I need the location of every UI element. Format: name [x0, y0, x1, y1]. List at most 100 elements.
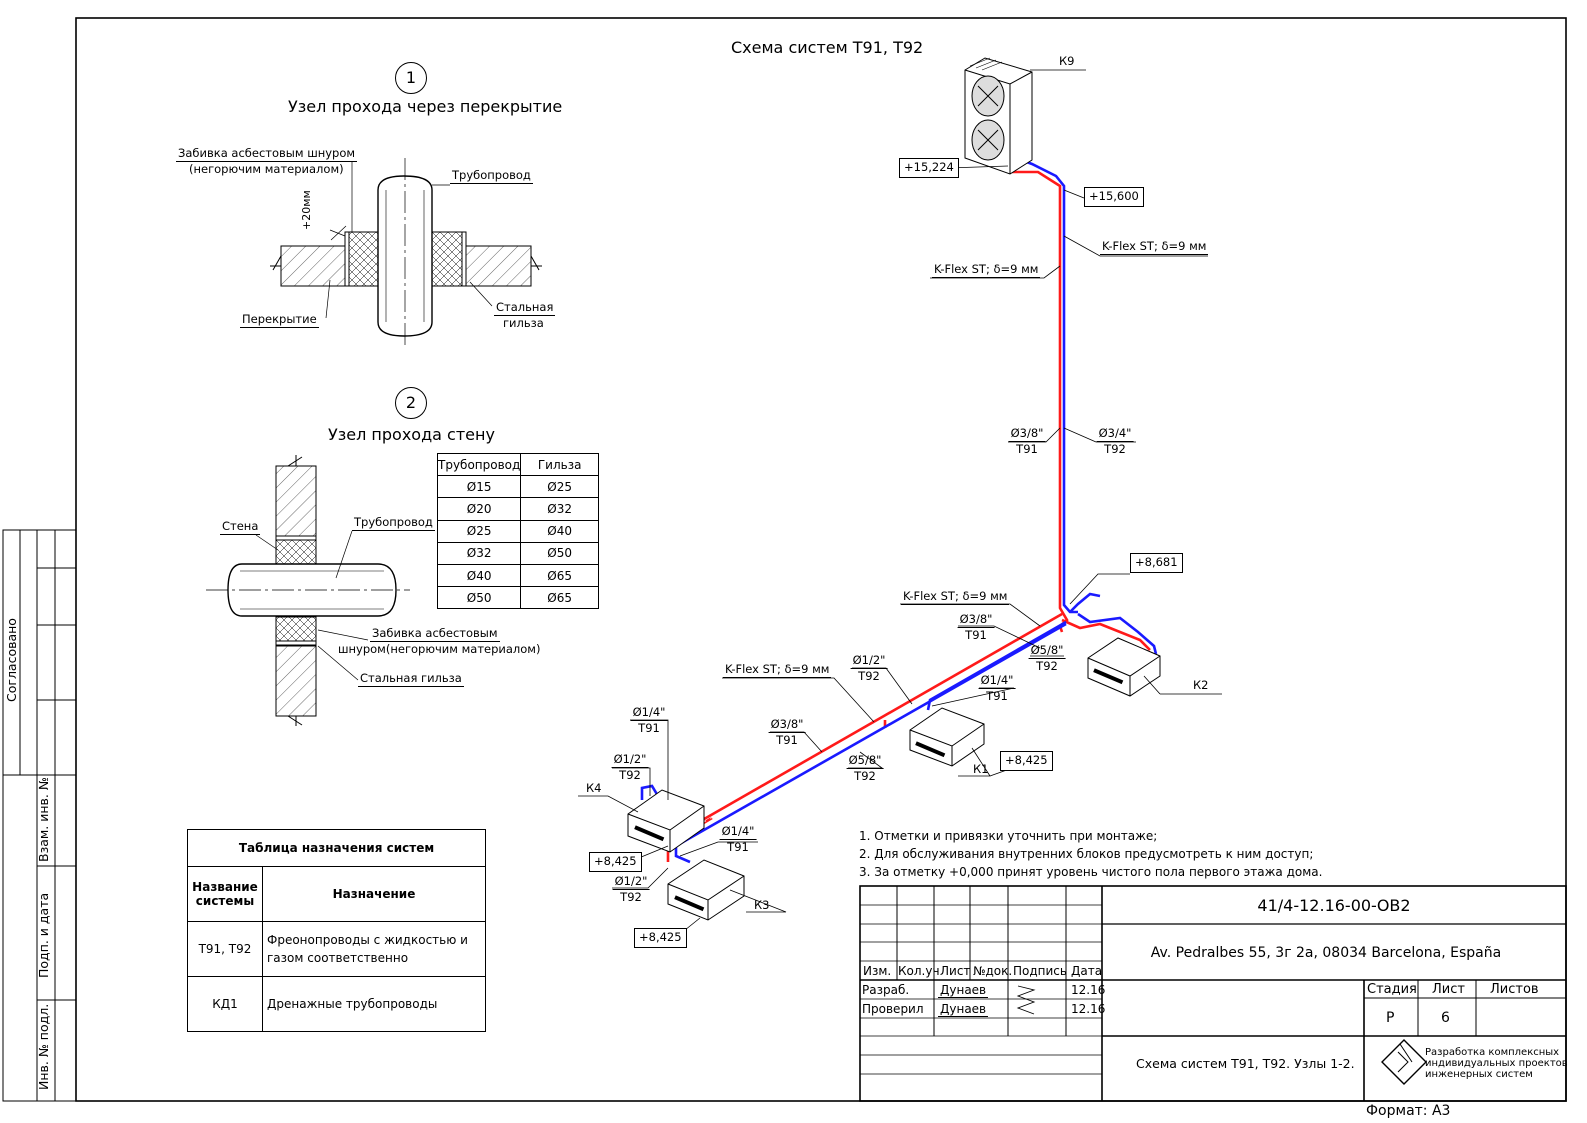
pipe-t92-gas	[649, 164, 1151, 862]
elevation-tag: +15,600	[1084, 187, 1144, 207]
sleeve-cell: Ø25	[520, 475, 599, 499]
pipe-cell: Ø25	[436, 519, 522, 543]
unit-k1-label: К1	[973, 762, 989, 776]
name-developer: Дунаев	[938, 983, 989, 998]
node2-label-pipe: Трубопровод	[352, 515, 435, 531]
pipe-diameter-label: Ø5/8"	[1028, 643, 1066, 659]
col-date: Дата	[1071, 964, 1103, 978]
unit-k3-label: К3	[754, 898, 770, 912]
stamp-podp: Подп. и дата	[36, 892, 51, 978]
pipe-diameter-label: Ø1/4"	[978, 673, 1016, 689]
node1-label-sealing2: (негорючим материалом)	[189, 162, 344, 176]
drawing-frame	[2, 17, 1567, 1102]
unit-k4-label: К4	[586, 781, 602, 795]
elevation-tag: +8,425	[634, 928, 687, 948]
company-line-2: индивидуальных проектов	[1425, 1058, 1568, 1069]
pipe-cell: Ø15	[436, 475, 522, 499]
header-sleeve: Гильза	[520, 452, 599, 477]
pipe-diameter-label: Ø1/2"	[612, 874, 650, 890]
stage-value: Р	[1386, 1010, 1395, 1026]
pipe-system-label: Т92	[1104, 442, 1126, 456]
pipe-cell: Ø32	[436, 541, 522, 565]
systems-table-header: Название системы Назначение	[187, 866, 486, 922]
pipe-system-label: Т91	[776, 733, 798, 747]
project-address: Av. Pedralbes 55, 3г 2а, 08034 Barcelona…	[1150, 945, 1502, 961]
system-name-cell: Т91, Т92	[187, 921, 263, 977]
pipe-system-label: Т91	[727, 840, 749, 854]
pipe-diameter-label: Ø5/8"	[846, 753, 884, 769]
pipe-diameter-label: Ø3/8"	[768, 717, 806, 733]
unit-k9-label: К9	[1059, 54, 1075, 68]
table-row: КД1 Дренажные трубопроводы	[187, 976, 486, 1032]
node2-label-sleeve: Стальная гильза	[358, 671, 464, 687]
elevation-tag: +15,224	[899, 158, 959, 178]
unit-k2-drawing	[1087, 637, 1161, 697]
sheet-format: Формат: А3	[1366, 1103, 1451, 1119]
node1-label-sealing: Забивка асбестовым шнуром	[176, 146, 358, 162]
stage-label: Стадия	[1367, 982, 1417, 997]
note-3: 3. За отметку +0,000 принят уровень чист…	[859, 865, 1323, 879]
header-pipe: Трубопровод	[436, 452, 522, 477]
company-line-1: Разработка комплексных	[1425, 1047, 1560, 1058]
col-kol: Кол.уч	[898, 964, 940, 978]
pipe-system-label: Т92	[854, 769, 876, 783]
unit-k9-drawing	[964, 57, 1033, 175]
node1-label-slab: Перекрытие	[240, 312, 319, 328]
date-developer: 12.16	[1071, 983, 1106, 997]
insulation-label: K-Flex ST; δ=9 мм	[901, 589, 1010, 605]
node2-label-sealing2: шнуром(негорючим материалом)	[338, 642, 541, 656]
note-2: 2. Для обслуживания внутренних блоков пр…	[859, 847, 1314, 861]
stamp-inv: Инв. № подл.	[36, 1003, 51, 1090]
role-checker: Проверил	[862, 1002, 924, 1016]
company-line-3: инженерных систем	[1425, 1069, 1533, 1080]
name-checker: Дунаев	[938, 1002, 989, 1017]
systems-table-title-row: Таблица назначения систем	[187, 829, 486, 867]
pipe-system-label: Т91	[638, 721, 660, 735]
pipe-diameter-label: Ø3/8"	[1008, 426, 1046, 442]
node1-label-pipe: Трубопровод	[450, 168, 533, 184]
table-row: Т91, Т92 Фреонопроводы с жидкостью и газ…	[187, 921, 486, 977]
sheet-label: Лист	[1432, 982, 1465, 997]
role-developer: Разраб.	[862, 983, 910, 997]
pipe-insulation-dashes	[689, 188, 1063, 831]
title-block-grid	[859, 885, 1567, 1102]
node2-label-wall: Стена	[220, 519, 261, 535]
sheets-label: Листов	[1490, 982, 1539, 997]
sleeve-table-header: Трубопровод Гильза	[436, 452, 599, 477]
pipe-diameter-label: Ø1/2"	[611, 752, 649, 768]
insulation-label: K-Flex ST; δ=9 мм	[723, 662, 832, 678]
pipe-diameter-label: Ø1/2"	[850, 653, 888, 669]
pipe-cell: Ø50	[436, 586, 522, 610]
elevation-tag: +8,681	[1130, 553, 1183, 573]
sheet-title: Схема систем Т91, Т92. Узлы 1-2.	[1136, 1056, 1355, 1071]
system-purpose-cell: Фреонопроводы с жидкостью и газом соотве…	[262, 921, 486, 977]
node1-label-sleeve2: гильза	[503, 316, 544, 330]
sleeve-cell: Ø50	[520, 541, 599, 565]
document-code: 41/4-12.16-00-ОВ2	[1257, 896, 1411, 915]
pipe-cell: Ø40	[436, 563, 522, 588]
pipe-system-label: Т92	[858, 669, 880, 683]
pipe-system-label: Т91	[965, 628, 987, 642]
header-system-name: Название системы	[187, 866, 263, 922]
pipe-cell: Ø20	[436, 497, 522, 521]
unit-k2-label: К2	[1193, 678, 1209, 692]
scheme-title: Схема систем Т91, Т92	[731, 38, 924, 57]
pipe-diameter-label: Ø1/4"	[719, 824, 757, 840]
node1-label-gap: +20мм	[300, 190, 313, 230]
node2-title: Узел прохода стену	[328, 425, 495, 444]
node1-label-sleeve: Стальная	[494, 300, 556, 316]
systems-table: Таблица назначения систем Название систе…	[187, 829, 486, 1032]
node1-drawing	[270, 158, 542, 346]
node2-number: 2	[395, 387, 427, 419]
insulation-label: K-Flex ST; δ=9 мм	[932, 262, 1041, 278]
date-checker: 12.16	[1071, 1002, 1106, 1016]
node1-number: 1	[395, 62, 427, 94]
pipe-diameter-label: Ø3/8"	[957, 612, 995, 628]
elevation-tag: +8,425	[589, 852, 642, 872]
node2-label-sealing: Забивка асбестовым	[370, 626, 500, 642]
stamp-vzam: Взам. инв. №	[36, 777, 51, 862]
